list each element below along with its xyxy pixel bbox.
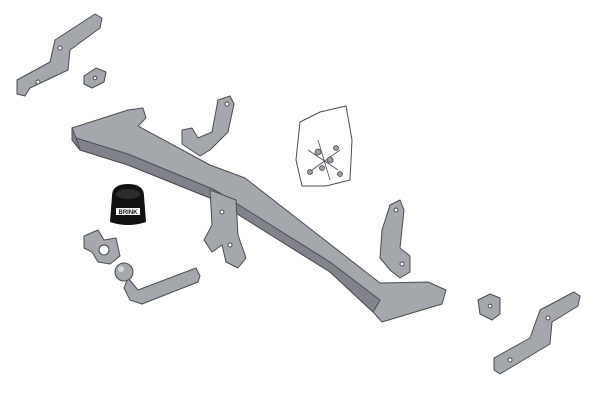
- left-side-bracket: [16, 13, 103, 97]
- right-small-plate: [477, 293, 501, 321]
- hardware-bag: [295, 105, 353, 187]
- main-crossbar: [71, 107, 447, 323]
- left-small-plate: [83, 67, 107, 89]
- socket-bracket: [83, 229, 121, 265]
- center-upper-bracket: [181, 95, 235, 157]
- center-mounting-plate: [203, 189, 247, 269]
- socket-cover: BRINK: [110, 184, 146, 225]
- svg-text:BRINK: BRINK: [119, 210, 139, 216]
- tow-ball-neck: [114, 262, 201, 305]
- brink-logo: [116, 208, 140, 215]
- right-upper-bracket: [379, 199, 411, 279]
- right-side-bracket: [493, 291, 581, 375]
